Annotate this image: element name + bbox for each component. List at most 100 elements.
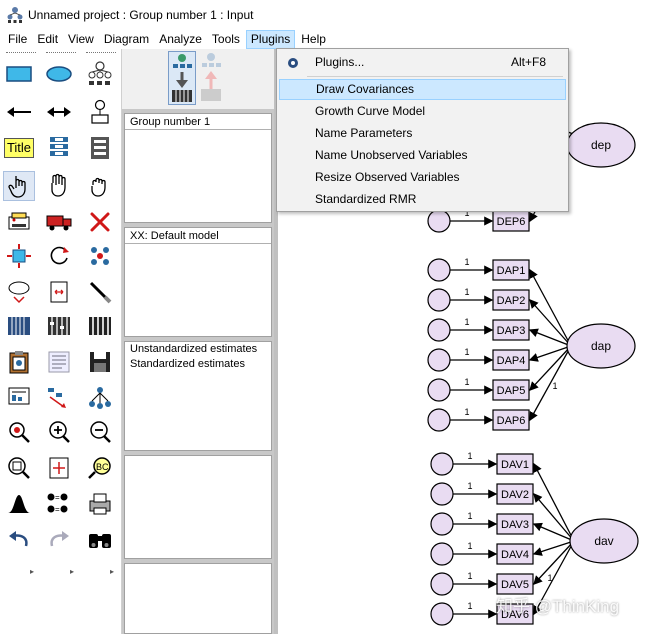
copy-machine-icon: [8, 212, 30, 230]
factor-loading-arrow: [532, 522, 575, 542]
zoom-out-tool[interactable]: [84, 417, 116, 447]
path-diagram: 1DEP6dep1DAP11DAP21DAP31DAP41DAP51DAP6da…: [427, 118, 639, 626]
erase-objects-tool[interactable]: [84, 207, 116, 237]
menu-item-label: Growth Curve Model: [315, 104, 426, 118]
undo-icon: [9, 531, 28, 547]
loading-weight-label: 1: [552, 381, 557, 391]
menu-help[interactable]: Help: [297, 30, 330, 49]
change-shape-tool[interactable]: [3, 241, 35, 271]
calculate-estimates-tool[interactable]: [84, 311, 116, 341]
factor-loading-arrow: [532, 540, 575, 556]
redo-tool[interactable]: [43, 525, 75, 555]
undo-tool[interactable]: [3, 525, 35, 555]
select-one-object-tool[interactable]: [3, 171, 35, 201]
deselect-all-objects-tool[interactable]: [84, 171, 116, 201]
list-variables-in-model-tool[interactable]: [43, 133, 75, 163]
view-input-button[interactable]: [168, 51, 196, 105]
add-unique-variable-tool[interactable]: [84, 97, 116, 127]
indicator-tree-icon: [88, 61, 112, 85]
fit-to-page-tool[interactable]: [43, 453, 75, 483]
groups-panel-header[interactable]: Group number 1: [125, 114, 271, 130]
error-variable: [427, 318, 451, 342]
rotate-indicators-tool[interactable]: [43, 241, 75, 271]
draw-path-tool[interactable]: [3, 97, 35, 127]
redo-icon: [50, 531, 69, 547]
delete-x-icon: [90, 212, 110, 232]
menu-plugins[interactable]: Plugins: [245, 30, 296, 49]
menu-item-draw-covariances[interactable]: Draw Covariances: [279, 79, 566, 100]
floppy-disk-icon: [90, 352, 110, 372]
reflect-indicators-tool[interactable]: [84, 241, 116, 271]
menu-item-growth-curve-model[interactable]: Growth Curve Model: [279, 101, 566, 122]
path-weight-label: 1: [467, 541, 472, 551]
input-diagram-icon: [172, 54, 192, 102]
save-diagram-tool[interactable]: [84, 347, 116, 377]
menu-item-resize-observed-variables[interactable]: Resize Observed Variables: [279, 167, 566, 188]
drag-properties-tool[interactable]: [43, 383, 75, 413]
preserve-symmetries-tool[interactable]: [84, 383, 116, 413]
panel-splitter[interactable]: [274, 49, 278, 634]
menu-item-name-parameters[interactable]: Name Parameters: [279, 123, 566, 144]
double-arrow-icon: [47, 107, 71, 117]
menu-view[interactable]: View: [64, 30, 98, 49]
touch-up-icon: [89, 281, 112, 304]
menu-view-label: View: [68, 32, 94, 46]
latent-variable-label: dep: [591, 138, 611, 152]
menu-edit[interactable]: Edit: [33, 30, 62, 49]
multiple-group-analysis-tool[interactable]: ==: [43, 489, 75, 519]
format-unstandardized[interactable]: Unstandardized estimates: [130, 343, 258, 355]
path-weight-label: 1: [464, 377, 469, 387]
select-all-objects-tool[interactable]: [43, 171, 75, 201]
path-weight-label: 1: [464, 287, 469, 297]
scroll-tool[interactable]: [43, 277, 75, 307]
menu-item-standardized-rmr[interactable]: Standardized RMR: [279, 189, 566, 210]
groups-panel[interactable]: Group number 1: [124, 113, 272, 223]
move-objects-tool[interactable]: [43, 207, 75, 237]
parameter-formats-panel[interactable]: Unstandardized estimates Standardized es…: [124, 341, 272, 451]
view-text-tool[interactable]: [43, 347, 75, 377]
models-panel-header[interactable]: XX: Default model: [125, 228, 271, 244]
print-diagram-tool[interactable]: [84, 489, 116, 519]
zoom-in-area-tool[interactable]: [3, 417, 35, 447]
loading-weight-label: 1: [547, 573, 552, 583]
menu-item-label: Name Parameters: [315, 126, 413, 140]
toolbox: Title: [0, 49, 122, 634]
zoom-in-tool[interactable]: [43, 417, 75, 447]
zoom-out-icon: [90, 421, 111, 443]
menu-item-plugins[interactable]: Plugins... Alt+F8: [279, 52, 566, 73]
loupe-tool[interactable]: BC: [84, 453, 116, 483]
title-bar: Unnamed project : Group number 1 : Input: [0, 0, 658, 30]
draw-unobserved-variable-tool[interactable]: [43, 59, 75, 89]
touch-up-tool[interactable]: [84, 277, 116, 307]
error-variable: [427, 209, 451, 233]
figure-caption-tool[interactable]: Title: [3, 133, 35, 163]
error-variable: [430, 602, 454, 626]
format-standardized[interactable]: Standardized estimates: [130, 358, 245, 370]
duplicate-objects-tool[interactable]: [3, 207, 35, 237]
observed-variable: [496, 513, 534, 535]
list-dataset-icon: [91, 137, 109, 159]
view-output-button[interactable]: [198, 51, 226, 105]
models-panel[interactable]: XX: Default model: [124, 227, 272, 337]
latent-variable-label: dav: [594, 534, 613, 548]
menu-tools[interactable]: Tools: [208, 30, 244, 49]
ellipse-icon: [46, 66, 72, 82]
object-properties-tool[interactable]: [3, 383, 35, 413]
bayesian-estimation-tool[interactable]: [3, 489, 35, 519]
menu-edit-label: Edit: [37, 32, 59, 46]
zoom-page-tool[interactable]: [3, 453, 35, 483]
menu-diagram[interactable]: Diagram: [100, 30, 153, 49]
copy-to-clipboard-tool[interactable]: [3, 347, 35, 377]
analysis-properties-tool[interactable]: [43, 311, 75, 341]
draw-covariance-tool[interactable]: [43, 97, 75, 127]
menu-analyze[interactable]: Analyze: [155, 30, 206, 49]
list-variables-in-dataset-tool[interactable]: [84, 133, 116, 163]
specification-search-tool[interactable]: [84, 525, 116, 555]
menu-file[interactable]: File: [4, 30, 31, 49]
select-data-files-tool[interactable]: [3, 311, 35, 341]
move-parameter-tool[interactable]: [3, 277, 35, 307]
menu-item-name-unobserved-variables[interactable]: Name Unobserved Variables: [279, 145, 566, 166]
draw-latent-indicator-tool[interactable]: [84, 59, 116, 89]
toolbox-scroll-icon: ▸: [110, 567, 115, 576]
draw-observed-variable-tool[interactable]: [3, 59, 35, 89]
